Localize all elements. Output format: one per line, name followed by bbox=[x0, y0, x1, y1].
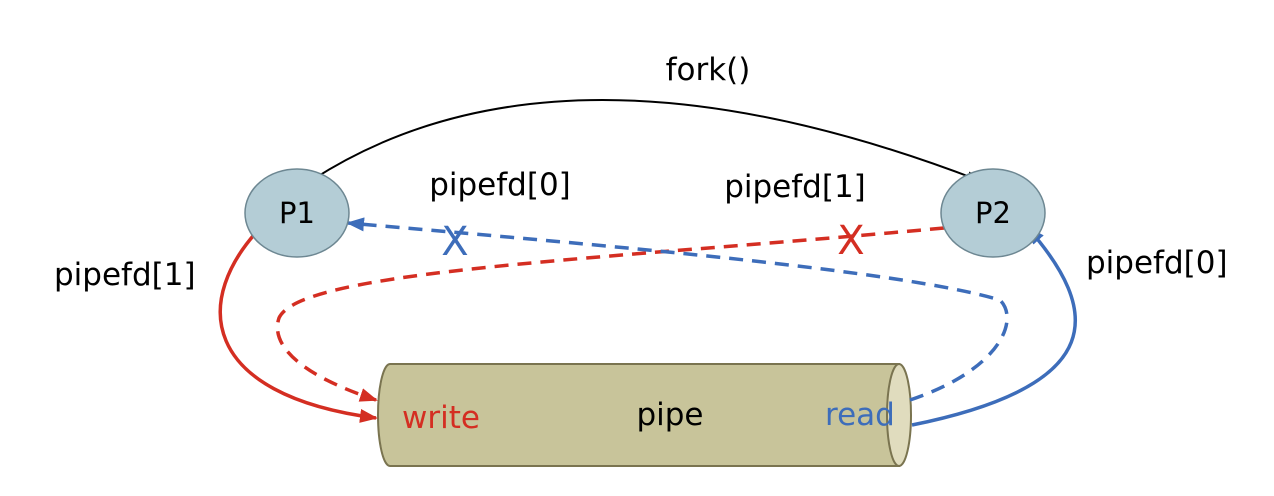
p2-read-arrow bbox=[911, 226, 1078, 427]
p2-read-label: pipefd[0] bbox=[1086, 245, 1228, 281]
p1-read-closed-mark: X bbox=[441, 219, 468, 265]
process-p2-label: P2 bbox=[975, 196, 1011, 230]
process-p2: P2 bbox=[940, 168, 1046, 258]
p1-write-arrow bbox=[218, 223, 378, 423]
p1-read-closed-label: pipefd[0] bbox=[429, 167, 571, 203]
process-p1: P1 bbox=[244, 168, 350, 258]
process-p1-shape bbox=[244, 168, 350, 258]
pipe-read-label: read bbox=[825, 397, 895, 433]
p1-write-label: pipefd[1] bbox=[54, 257, 196, 293]
pipe-label: pipe bbox=[636, 397, 703, 433]
process-p1-label: P1 bbox=[279, 196, 315, 230]
process-p2-shape bbox=[940, 168, 1046, 258]
pipe-write-label: write bbox=[402, 400, 480, 436]
p2-write-closed-arrow bbox=[275, 226, 945, 402]
p2-write-closed-mark: X bbox=[837, 218, 864, 264]
fork-arrow bbox=[311, 99, 979, 181]
fork-label: fork() bbox=[666, 52, 751, 88]
p1-read-closed-arrow bbox=[346, 217, 1009, 402]
pipe-end-cap bbox=[886, 363, 912, 467]
pipe-cylinder bbox=[377, 363, 912, 467]
p2-write-closed-label: pipefd[1] bbox=[724, 169, 866, 205]
pipe-body bbox=[377, 363, 900, 467]
